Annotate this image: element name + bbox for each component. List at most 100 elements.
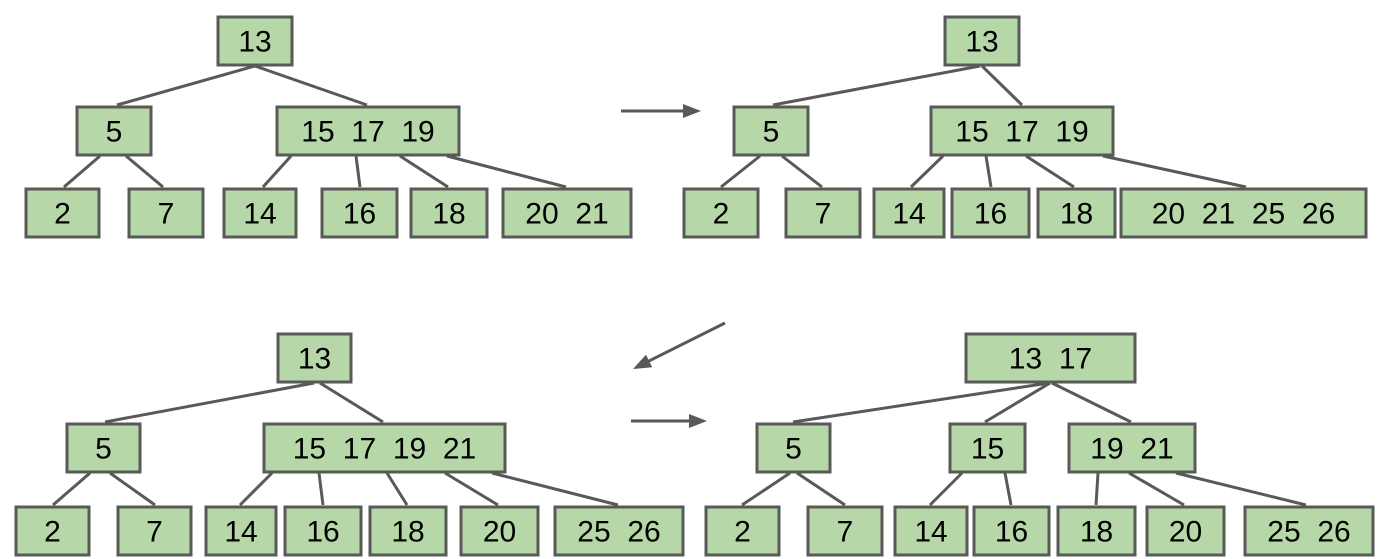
node-keys: 2 bbox=[734, 516, 751, 549]
tree-node-t3-i: 25 26 bbox=[553, 505, 685, 557]
node-keys: 16 bbox=[995, 516, 1028, 549]
edge-t2-b-to-t2-e bbox=[909, 154, 945, 189]
node-keys: 15 17 19 bbox=[955, 116, 1088, 149]
node-box bbox=[127, 187, 205, 239]
node-box bbox=[320, 187, 399, 239]
node-box bbox=[893, 505, 969, 557]
edge-t3-b-to-t3-h bbox=[444, 471, 499, 507]
edges-layer bbox=[52, 64, 1307, 507]
tree-node-t3-c: 2 bbox=[14, 505, 91, 557]
edge-t1-b-to-t1-f bbox=[354, 155, 362, 188]
node-keys: 5 bbox=[95, 433, 112, 466]
tree-node-t1-c: 2 bbox=[24, 187, 101, 239]
node-box bbox=[368, 505, 448, 557]
node-box bbox=[14, 505, 91, 557]
node-box bbox=[75, 105, 153, 157]
arrow-3-tree-3-to-tree-4 bbox=[631, 414, 707, 428]
tree-node-t3-e: 14 bbox=[204, 505, 278, 557]
node-box bbox=[65, 422, 142, 474]
node-box bbox=[704, 505, 781, 557]
tree-node-t3-g: 18 bbox=[368, 505, 448, 557]
node-box bbox=[1145, 505, 1226, 557]
node-keys: 15 17 19 21 bbox=[293, 433, 477, 466]
tree-node-t3-root: 13 bbox=[276, 332, 353, 384]
edge-t3-b-to-t3-i bbox=[491, 471, 619, 507]
node-keys: 16 bbox=[974, 198, 1007, 231]
edge-t3-b-to-t3-g bbox=[385, 472, 409, 506]
tree-node-t3-b: 15 17 19 21 bbox=[262, 422, 507, 474]
tree-node-t1-h: 20 21 bbox=[501, 187, 633, 239]
node-keys: 18 bbox=[1080, 516, 1113, 549]
tree-node-t3-f: 16 bbox=[283, 505, 363, 557]
node-box bbox=[948, 422, 1027, 474]
edge-t4-b-to-t4-g bbox=[1003, 472, 1013, 506]
node-keys: 13 bbox=[238, 26, 271, 59]
tree-node-t4-i: 20 bbox=[1145, 505, 1226, 557]
node-box bbox=[1243, 505, 1375, 557]
edge-t4-root-to-t4-a bbox=[792, 381, 1050, 424]
node-box bbox=[972, 505, 1051, 557]
tree-node-t2-d: 7 bbox=[784, 187, 862, 239]
node-keys: 2 bbox=[44, 516, 61, 549]
node-box bbox=[872, 187, 946, 239]
tree-node-t1-f: 16 bbox=[320, 187, 399, 239]
edge-t3-a-to-t3-d bbox=[109, 471, 156, 507]
tree-node-t4-root: 13 17 bbox=[964, 332, 1137, 384]
node-box bbox=[116, 505, 193, 557]
node-keys: 18 bbox=[432, 198, 465, 231]
edge-t1-a-to-t1-d bbox=[125, 154, 164, 189]
tree-1: 13 5 15 17 19 2 7 14 16 18 20 21 bbox=[24, 15, 633, 239]
tree-node-t4-a: 5 bbox=[755, 422, 832, 474]
tree-node-t1-g: 18 bbox=[409, 187, 489, 239]
edge-t2-root-to-t2-a bbox=[772, 64, 981, 107]
node-box bbox=[553, 505, 685, 557]
edge-t1-b-to-t1-e bbox=[261, 154, 293, 189]
tree-node-t4-h: 18 bbox=[1056, 505, 1137, 557]
arrow-shaft bbox=[646, 321, 726, 364]
tree-node-t4-b: 15 bbox=[948, 422, 1027, 474]
edge-t1-a-to-t1-c bbox=[63, 154, 101, 189]
edge-t4-a-to-t4-e bbox=[796, 471, 846, 507]
node-keys: 5 bbox=[106, 116, 123, 149]
node-keys: 19 21 bbox=[1090, 433, 1173, 466]
node-keys: 16 bbox=[343, 198, 376, 231]
tree-node-t2-c: 2 bbox=[682, 187, 760, 239]
edge-t3-root-to-t3-b bbox=[319, 381, 384, 424]
edge-t4-c-to-t4-i bbox=[1128, 471, 1185, 507]
edge-t2-a-to-t2-c bbox=[720, 154, 761, 189]
tree-node-t2-g: 18 bbox=[1036, 187, 1117, 239]
node-box bbox=[409, 187, 489, 239]
node-keys: 14 bbox=[243, 198, 276, 231]
node-keys: 16 bbox=[306, 516, 339, 549]
edge-t2-b-to-t2-g bbox=[1025, 154, 1075, 189]
edge-t3-b-to-t3-e bbox=[238, 471, 274, 507]
tree-node-t2-h: 20 21 25 26 bbox=[1119, 187, 1368, 239]
node-box bbox=[24, 187, 101, 239]
tree-node-t2-a: 5 bbox=[732, 105, 810, 157]
node-keys: 15 17 19 bbox=[301, 116, 434, 149]
arrow-head-icon bbox=[683, 104, 701, 118]
node-keys: 7 bbox=[815, 198, 832, 231]
edge-t4-b-to-t4-f bbox=[928, 471, 964, 507]
node-box bbox=[501, 187, 633, 239]
node-box bbox=[950, 187, 1031, 239]
edge-t3-b-to-t3-f bbox=[317, 472, 325, 506]
node-box bbox=[216, 15, 294, 67]
arrow-head-icon bbox=[633, 354, 653, 369]
node-keys: 2 bbox=[54, 198, 71, 231]
node-box bbox=[784, 187, 862, 239]
tree-node-t3-d: 7 bbox=[116, 505, 193, 557]
node-box bbox=[964, 332, 1137, 384]
node-keys: 7 bbox=[158, 198, 175, 231]
tree-node-t1-e: 14 bbox=[222, 187, 298, 239]
node-keys: 13 bbox=[298, 343, 331, 376]
node-keys: 18 bbox=[1060, 198, 1093, 231]
node-box bbox=[459, 505, 540, 557]
node-box bbox=[222, 187, 298, 239]
node-keys: 13 bbox=[965, 26, 998, 59]
tree-node-t3-h: 20 bbox=[459, 505, 540, 557]
edge-t1-b-to-t1-h bbox=[446, 154, 567, 189]
